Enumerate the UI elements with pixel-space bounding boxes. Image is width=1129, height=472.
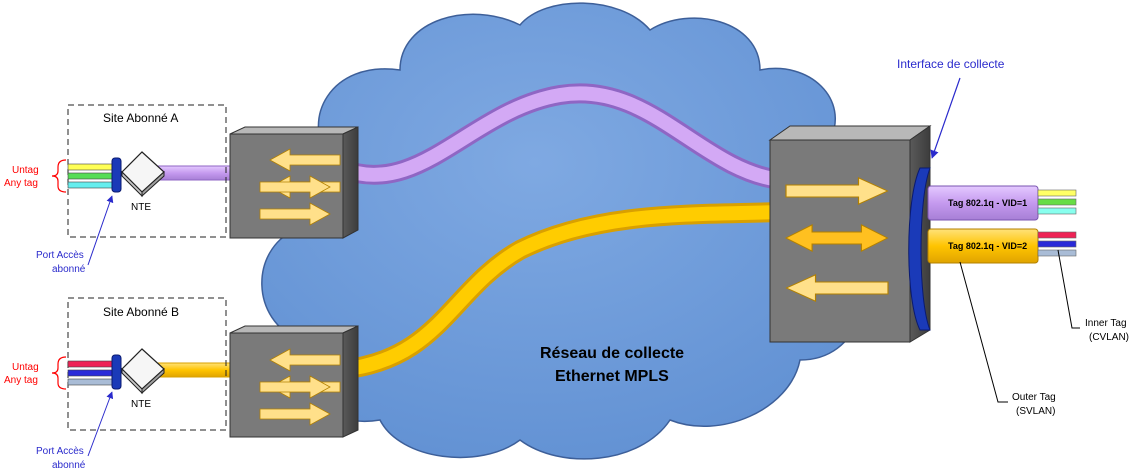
cloud-label-line1: Réseau de collecte [540,345,684,362]
inner-tag-line1: Inner Tag [1085,318,1127,329]
switch-a [229,126,359,239]
port-b-pointer [87,391,114,457]
inner-tag-pointer [1057,249,1080,329]
nte-a-label: NTE [131,202,151,213]
site-a-title: Site Abonné A [103,111,178,125]
untag-a-label: Untag [12,165,39,176]
outer-tag-pointer [959,261,1008,403]
port-b-line1: Port Accès [36,446,84,457]
site-a-cables [67,157,122,193]
collect-switch [768,125,932,343]
interface-pointer [930,77,961,159]
anytag-b-label: Any tag [4,375,38,386]
access-link-b [157,362,241,378]
tag-vid1-label: Tag 802.1q - VID=1 [948,198,1027,208]
switch-b [229,325,359,438]
anytag-a-label: Any tag [4,178,38,189]
access-link-a [157,165,241,181]
interface-label: Interface de collecte [897,57,1005,71]
outer-tag-line2: (SVLAN) [1016,406,1055,417]
port-a-pointer [87,195,114,266]
port-b-line2: abonné [52,460,86,471]
port-a-line2: abonné [52,264,86,275]
nte-a-device [121,151,165,198]
tag-vid2-label: Tag 802.1q - VID=2 [948,241,1027,251]
brace-a [51,159,67,193]
trunk-vid1 [927,185,1077,221]
site-b-title: Site Abonné B [103,305,179,319]
collect-interface-collar [908,167,931,331]
cloud-label-line2: Ethernet MPLS [555,368,669,385]
site-a-box [67,104,227,238]
inner-tag-line2: (CVLAN) [1089,332,1129,343]
port-a-line1: Port Accès [36,250,84,261]
site-b-cables [67,354,122,390]
nte-b-device [121,348,165,395]
outer-tag-line1: Outer Tag [1012,392,1056,403]
brace-b [51,356,67,390]
trunk-vid2 [927,228,1077,264]
untag-b-label: Untag [12,362,39,373]
nte-b-label: NTE [131,399,151,410]
